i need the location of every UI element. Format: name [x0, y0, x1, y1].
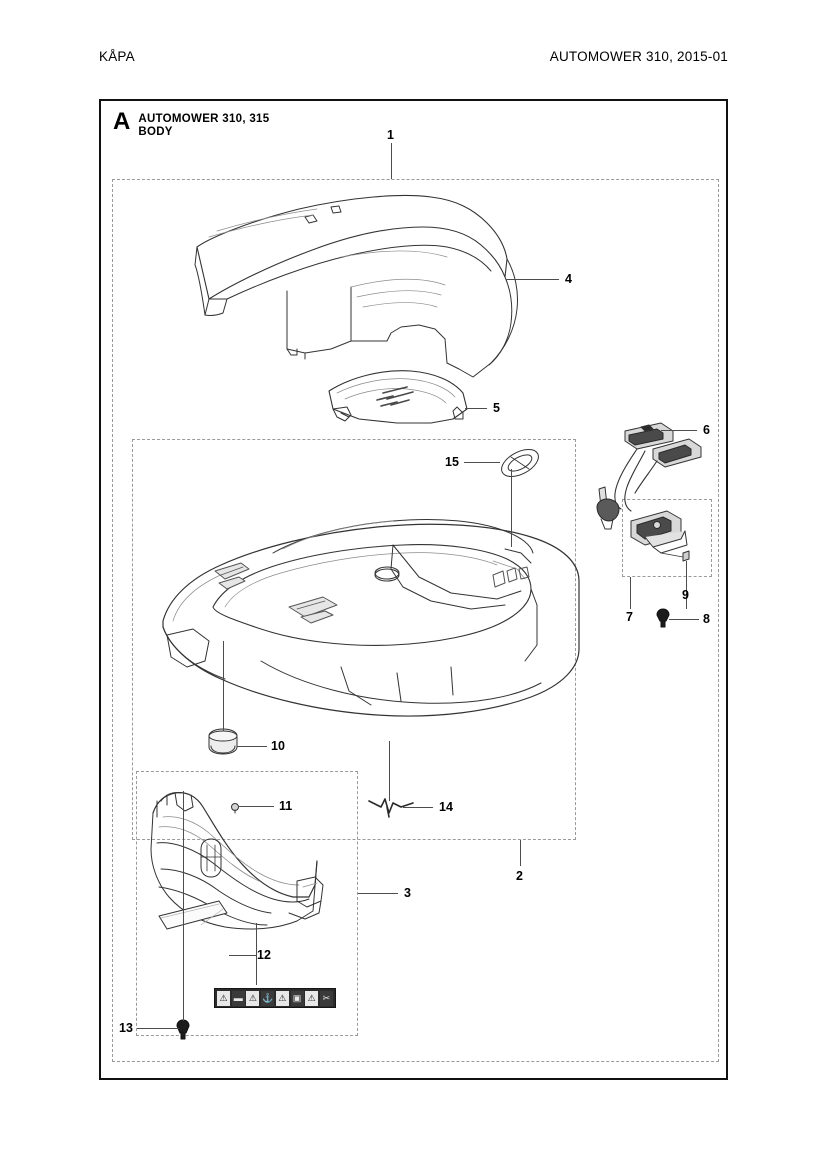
callout-15[interactable]: 15: [445, 455, 459, 469]
group-box-body-assembly[interactable]: [112, 179, 719, 1062]
leader-line-10: [237, 746, 267, 748]
leader-line-3: [358, 893, 398, 895]
leader-line-7: [630, 577, 632, 609]
leader-line-2: [520, 840, 522, 866]
leader-line-13: [137, 1028, 179, 1030]
callout-7[interactable]: 7: [626, 610, 633, 624]
group-box-switch-bracket[interactable]: [622, 499, 712, 577]
decal-icon-warning-3: ⚠: [275, 990, 289, 1006]
leader-line-10b: [223, 641, 225, 731]
callout-13[interactable]: 13: [119, 1021, 133, 1035]
decal-icon-warning-2: ⚠: [246, 990, 260, 1006]
callout-14[interactable]: 14: [439, 800, 453, 814]
warning-decal-strip: ⚠ ▬ ⚠ ⚓ ⚠ ▣ ⚠ ✂: [214, 988, 336, 1008]
callout-9[interactable]: 9: [682, 588, 689, 602]
decal-icon-symbol-4: ✂: [319, 990, 333, 1006]
parts-diagram-plate: A AUTOMOWER 310, 315 BODY: [99, 99, 728, 1080]
plate-title-block: A AUTOMOWER 310, 315 BODY: [113, 108, 270, 139]
decal-icon-symbol-1: ▬: [231, 990, 245, 1006]
header-left-title: KÅPA: [99, 48, 135, 64]
leader-line-9: [686, 561, 688, 609]
leader-line-15: [464, 462, 500, 464]
callout-6[interactable]: 6: [703, 423, 710, 437]
leader-line-12: [256, 923, 258, 985]
leader-line-12b: [229, 955, 257, 957]
page-header: KÅPA AUTOMOWER 310, 2015-01: [99, 46, 728, 66]
leader-line-11: [238, 806, 274, 808]
decal-icon-warning-4: ⚠: [305, 990, 319, 1006]
leader-line-6: [661, 430, 697, 432]
section-letter: A: [113, 108, 131, 135]
leader-line-8: [669, 619, 699, 621]
plate-title-model: AUTOMOWER 310, 315: [138, 113, 270, 125]
callout-5[interactable]: 5: [493, 401, 500, 415]
leader-line-13b: [183, 791, 185, 1021]
decal-icon-warning-1: ⚠: [217, 990, 230, 1006]
leader-line-14: [403, 807, 433, 809]
callout-12[interactable]: 12: [257, 948, 271, 962]
decal-icon-symbol-3: ▣: [290, 990, 304, 1006]
callout-2[interactable]: 2: [516, 869, 523, 883]
callout-11[interactable]: 11: [279, 799, 293, 813]
callout-1[interactable]: 1: [387, 128, 394, 142]
header-right-model: AUTOMOWER 310, 2015-01: [549, 48, 728, 64]
callout-4[interactable]: 4: [565, 272, 572, 286]
callout-8[interactable]: 8: [703, 612, 710, 626]
leader-line-5: [465, 408, 487, 410]
plate-title-section: BODY: [138, 126, 173, 139]
leader-line-4: [506, 279, 559, 281]
callout-10[interactable]: 10: [271, 739, 285, 753]
leader-line-14b: [389, 741, 391, 801]
group-box-front-bumper[interactable]: [136, 771, 358, 1036]
leader-line-15b: [511, 469, 513, 547]
callout-3[interactable]: 3: [404, 886, 411, 900]
decal-icon-symbol-2: ⚓: [261, 990, 275, 1006]
leader-line-1: [391, 143, 393, 179]
